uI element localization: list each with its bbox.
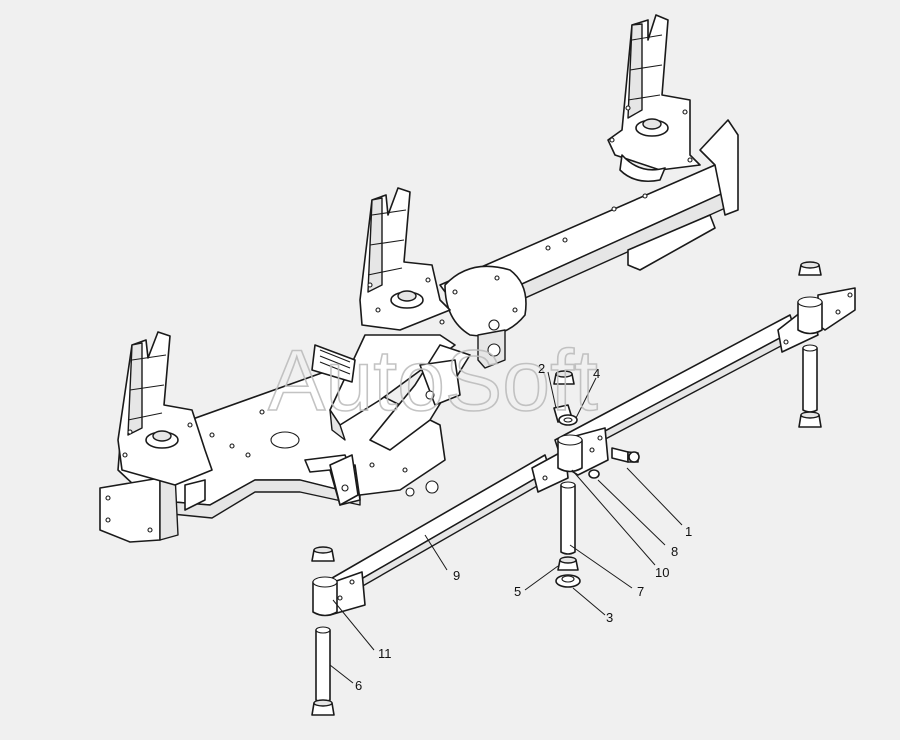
pins (315, 344, 818, 703)
callout-labels: 1 2 3 4 5 6 7 8 9 10 11 (355, 361, 692, 693)
upper-right-upright (607, 14, 701, 183)
callout-10: 10 (655, 565, 669, 580)
bushings (312, 296, 823, 617)
leader-lines (329, 371, 683, 684)
callout-9: 9 (453, 568, 460, 583)
watermark-text: AutoSoft (268, 333, 598, 429)
nuts-and-washers (311, 261, 822, 716)
callout-5: 5 (514, 584, 521, 599)
left-side-bracket (99, 473, 179, 543)
diagonal-arms (311, 334, 471, 451)
callout-8: 8 (671, 544, 678, 559)
bolt-part-1 (611, 447, 640, 463)
callout-2: 2 (538, 361, 545, 376)
callout-1: 1 (685, 524, 692, 539)
callout-4: 4 (593, 366, 600, 381)
callout-7: 7 (637, 584, 644, 599)
front-pivot-block (329, 454, 359, 506)
center-mounting-plate (444, 265, 527, 369)
left-upright (117, 331, 213, 486)
center-upright (359, 187, 451, 331)
callout-6: 6 (355, 678, 362, 693)
callout-11: 11 (378, 646, 392, 661)
callout-3: 3 (606, 610, 613, 625)
